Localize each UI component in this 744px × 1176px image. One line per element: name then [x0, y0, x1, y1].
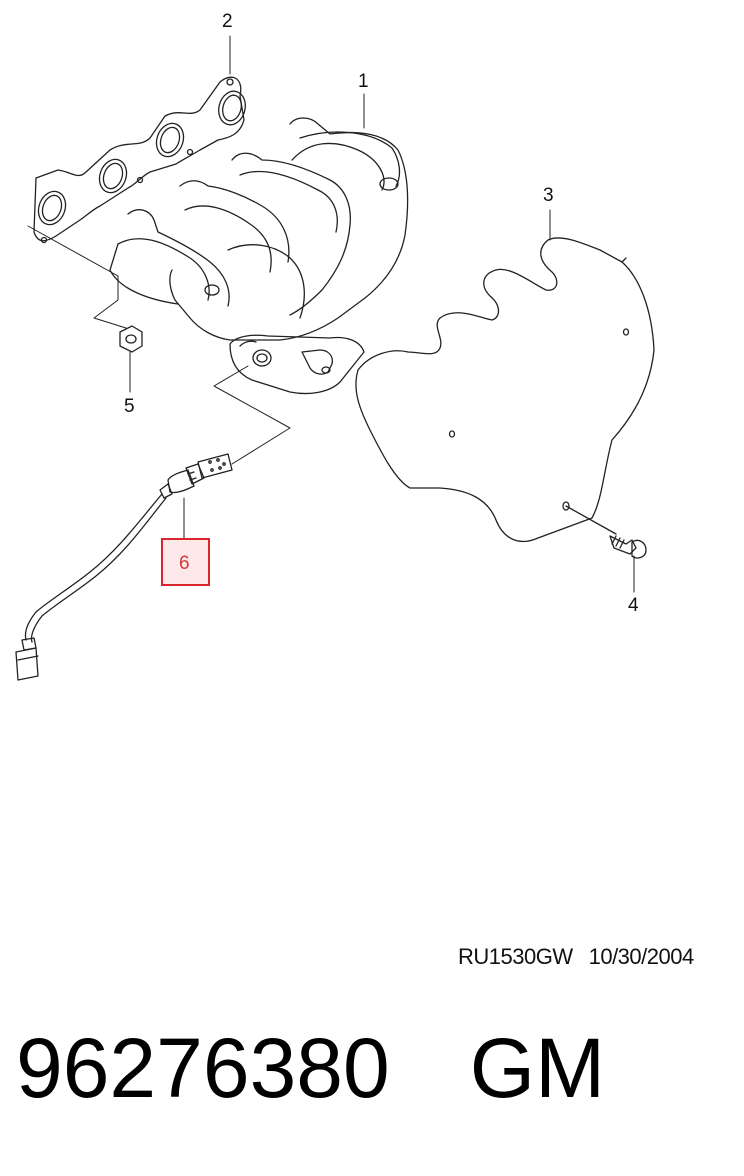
heat-shield-bolt	[565, 505, 647, 559]
oxygen-sensor	[15, 453, 233, 681]
heat-shield	[355, 237, 655, 543]
drawing-reference: RU1530GW 10/30/2004	[458, 944, 694, 970]
exhaust-manifold-diagram	[15, 35, 655, 681]
flange-nut	[119, 325, 143, 353]
callout-6: 6	[179, 553, 190, 574]
leader-lines	[27, 35, 635, 593]
callout-1: 1	[358, 71, 369, 92]
callout-3: 3	[543, 185, 554, 206]
callout-2: 2	[222, 11, 233, 32]
drawing-date: 10/30/2004	[588, 944, 695, 969]
part-number: 96276380	[16, 1021, 390, 1115]
manifold-gasket	[33, 76, 246, 244]
drawing-code: RU1530GW	[458, 944, 573, 969]
callout-5: 5	[124, 396, 135, 417]
exhaust-manifold	[109, 117, 409, 395]
callout-4: 4	[628, 595, 639, 616]
brand-name: GM	[469, 1021, 606, 1115]
highlighted-part-box[interactable]: 6	[161, 538, 210, 586]
